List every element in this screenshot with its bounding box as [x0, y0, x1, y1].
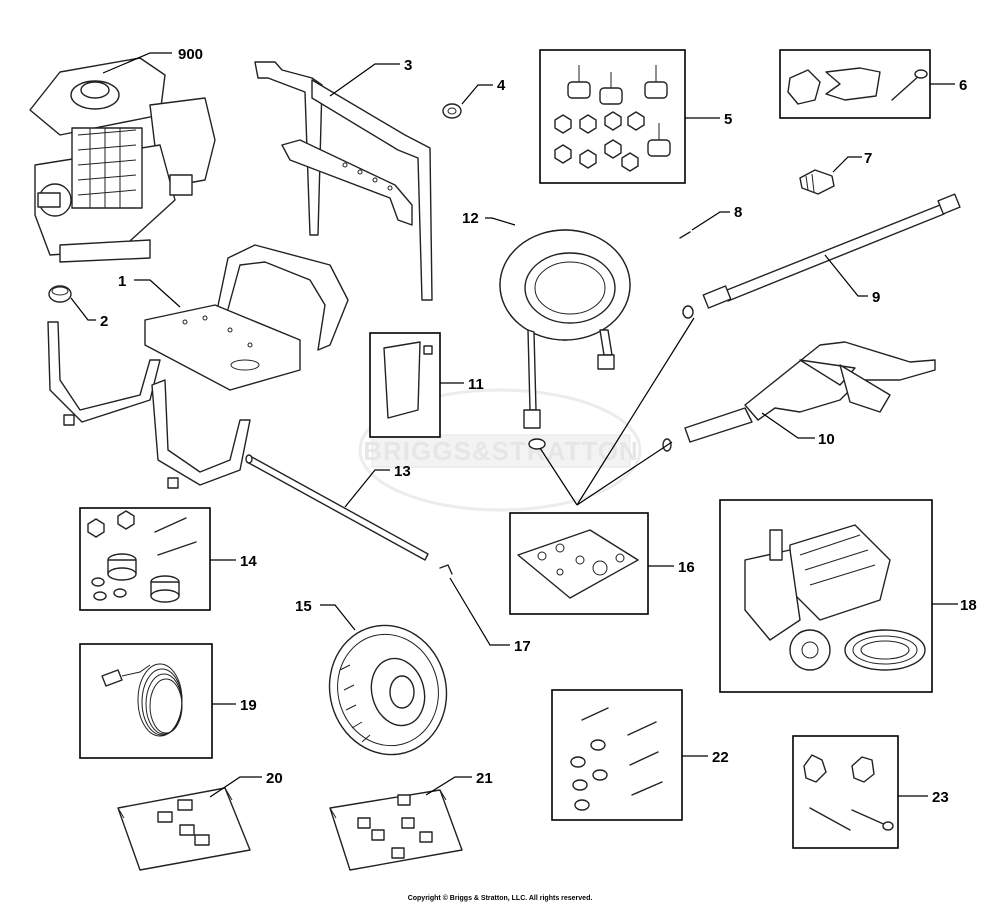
part-spray-gun[interactable] [662, 341, 936, 452]
leader-17 [449, 577, 510, 646]
part-axle[interactable] [245, 454, 429, 561]
part-18-pump[interactable] [744, 524, 926, 671]
part-5-mount-kit[interactable] [554, 65, 671, 172]
part-11-decal[interactable] [383, 341, 433, 419]
leader-900 [102, 52, 172, 74]
leader-8 [691, 211, 730, 231]
callout-12: 12 [462, 210, 479, 227]
callout-4: 4 [497, 77, 506, 94]
callout-19: 19 [240, 697, 257, 714]
callout-3: 3 [404, 57, 412, 74]
leader-2 [70, 297, 96, 321]
callout-8: 8 [734, 204, 742, 221]
callout-22: 22 [712, 749, 729, 766]
leader-7 [832, 156, 862, 173]
leader-12 [485, 217, 516, 226]
part-pin[interactable] [679, 231, 691, 239]
leader-10 [761, 412, 815, 439]
part-engine[interactable] [29, 57, 216, 263]
callout-11: 11 [468, 376, 484, 393]
part-23-knob-kit[interactable] [803, 754, 894, 831]
callout-10: 10 [818, 431, 835, 448]
part-6-clip-knob-kit[interactable] [787, 67, 928, 105]
part-19-chemical-hose[interactable] [101, 663, 183, 737]
callout-9: 9 [872, 289, 880, 306]
box-part-22 [551, 689, 683, 821]
watermark-text: BRIGGS&STRATTON [363, 436, 638, 466]
part-retaining-clip[interactable] [439, 564, 453, 575]
callout-14: 14 [240, 553, 257, 570]
leader-9 [824, 254, 868, 297]
callout-13: 13 [394, 463, 411, 480]
part-14-mount-kit[interactable] [87, 510, 197, 603]
copyright-notice: Copyright © Briggs & Stratton, LLC. All … [408, 894, 593, 902]
leader-4 [461, 84, 493, 105]
callout-1: 1 [118, 273, 126, 290]
part-cap[interactable] [48, 285, 72, 303]
leader-3 [329, 63, 400, 97]
callout-16: 16 [678, 559, 695, 576]
leader-21 [425, 776, 472, 796]
callout-6: 6 [959, 77, 967, 94]
part-16-o-ring-kit[interactable] [517, 529, 639, 599]
part-bushing[interactable] [442, 103, 462, 119]
leader-16-group [539, 317, 695, 506]
part-wheel[interactable] [315, 612, 461, 768]
callout-2: 2 [100, 313, 108, 330]
leader-20 [209, 776, 262, 798]
callout-23: 23 [932, 789, 949, 806]
leader-1 [134, 279, 181, 308]
part-21-nozzle-bag[interactable] [329, 789, 463, 871]
callout-18: 18 [960, 597, 977, 614]
part-frame[interactable] [47, 244, 349, 489]
box-part-23 [792, 735, 899, 849]
briggs-logo-watermark: BRIGGS&STRATTON [358, 388, 642, 512]
callout-20: 20 [266, 770, 283, 787]
callout-17: 17 [514, 638, 531, 655]
callout-900: 900 [178, 46, 203, 63]
part-20-parts-bag[interactable] [117, 787, 251, 871]
leader-15 [320, 604, 356, 631]
callout-7: 7 [864, 150, 872, 167]
callout-5: 5 [724, 111, 732, 128]
part-handle[interactable] [254, 61, 433, 301]
part-spray-lance[interactable] [682, 193, 961, 319]
callout-15: 15 [295, 598, 312, 615]
part-hose-coil[interactable] [499, 229, 631, 450]
callout-21: 21 [476, 770, 493, 787]
part-fitting[interactable] [799, 169, 835, 195]
leader-13 [344, 469, 390, 508]
part-22-bolt-kit[interactable] [570, 707, 663, 811]
